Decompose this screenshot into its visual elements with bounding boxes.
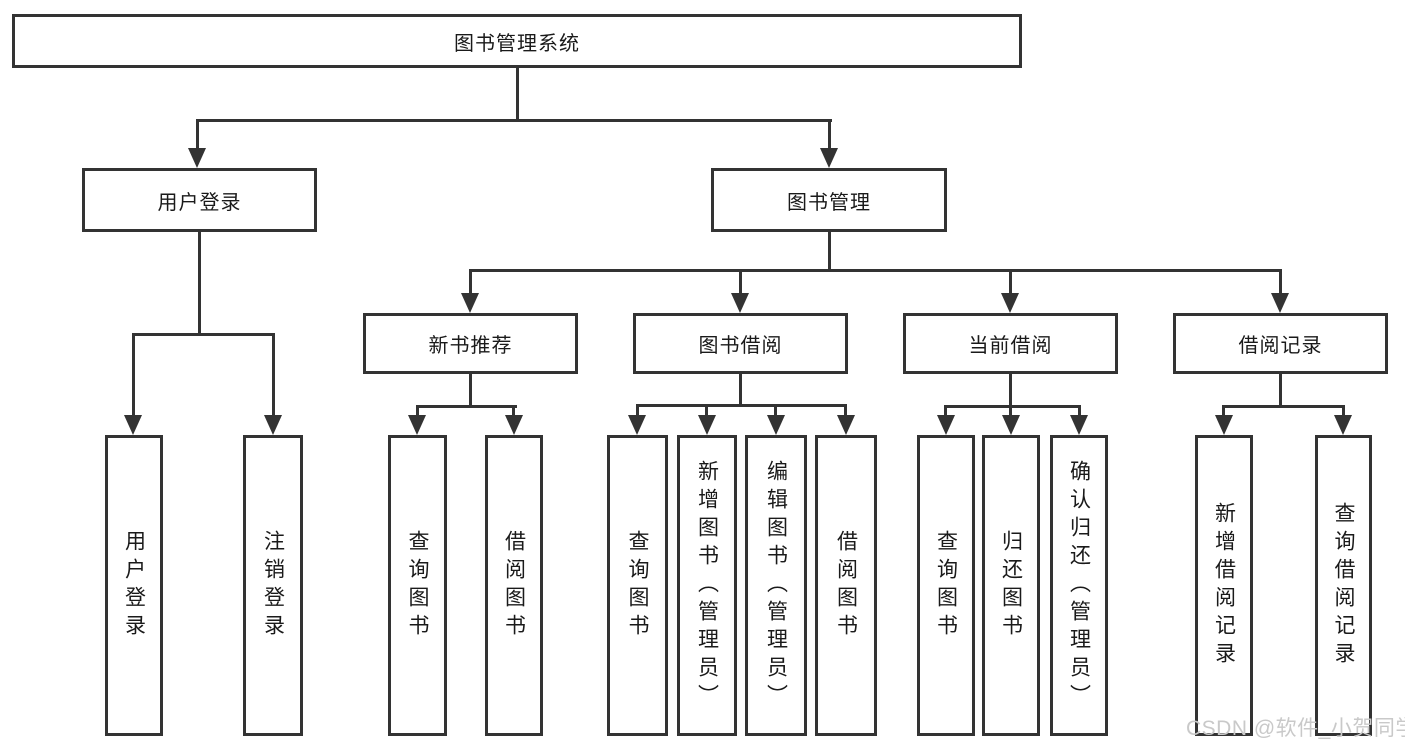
node-book-management: 图书管理: [711, 168, 947, 232]
leaf-add-books-admin: 新增图书（管理员）: [677, 435, 737, 736]
leaf-label: 借阅图书: [502, 529, 526, 642]
leaf-confirm-return-admin: 确认归还（管理员）: [1050, 435, 1108, 736]
leaf-query-books-recommend: 查询图书: [388, 435, 447, 736]
connector-line: [196, 119, 199, 150]
connector-line: [705, 404, 708, 418]
arrow-down-icon: [461, 293, 479, 313]
arrow-down-icon: [837, 415, 855, 435]
connector-line: [1009, 269, 1012, 297]
leaf-borrow-books: 借阅图书: [815, 435, 877, 736]
connector-line: [132, 333, 275, 336]
arrow-down-icon: [188, 148, 206, 168]
connector-line: [196, 119, 832, 122]
node-label: 图书管理: [787, 191, 871, 214]
node-label: 图书管理系统: [454, 32, 580, 55]
connector-line: [272, 333, 275, 417]
arrow-down-icon: [731, 293, 749, 313]
arrow-down-icon: [698, 415, 716, 435]
arrow-down-icon: [1001, 293, 1019, 313]
leaf-label: 新增图书（管理员）: [695, 459, 719, 712]
node-new-book-recommendation: 新书推荐: [363, 313, 578, 374]
leaf-logout: 注销登录: [243, 435, 303, 736]
node-user-login: 用户登录: [82, 168, 317, 232]
leaf-query-books-current: 查询图书: [917, 435, 975, 736]
connector-line: [944, 405, 947, 418]
connector-line: [774, 404, 777, 418]
arrow-down-icon: [124, 415, 142, 435]
connector-line: [1342, 405, 1345, 418]
leaf-label: 新增借阅记录: [1212, 501, 1236, 670]
node-library-management-system: 图书管理系统: [12, 14, 1022, 68]
node-label: 新书推荐: [428, 335, 513, 357]
node-book-borrowing: 图书借阅: [633, 313, 848, 374]
leaf-add-borrow-record: 新增借阅记录: [1195, 435, 1253, 736]
leaf-user-login: 用户登录: [105, 435, 163, 736]
leaf-label: 查询图书: [406, 529, 429, 642]
connector-line: [416, 405, 419, 418]
arrow-down-icon: [628, 415, 646, 435]
node-label: 当前借阅: [968, 335, 1053, 357]
arrow-down-icon: [264, 415, 282, 435]
connector-line: [469, 269, 1282, 272]
leaf-label: 借阅图书: [834, 529, 858, 642]
connector-line: [828, 232, 831, 272]
node-label: 借阅记录: [1238, 335, 1323, 357]
connector-line: [512, 405, 515, 418]
connector-line: [1279, 374, 1282, 407]
connector-line: [1009, 374, 1012, 407]
leaf-label: 编辑图书（管理员）: [764, 459, 788, 712]
node-label: 图书借阅: [698, 335, 783, 357]
node-current-borrowing: 当前借阅: [903, 313, 1118, 374]
leaf-borrow-books-recommend: 借阅图书: [485, 435, 543, 736]
arrow-down-icon: [1334, 415, 1352, 435]
arrow-down-icon: [408, 415, 426, 435]
connector-line: [1009, 405, 1012, 418]
connector-line: [636, 404, 847, 407]
connector-line: [944, 405, 1081, 408]
watermark: CSDN @软件_小贺同学: [1186, 717, 1405, 740]
connector-line: [198, 232, 201, 335]
leaf-label: 查询借阅记录: [1332, 501, 1355, 670]
leaf-label: 用户登录: [122, 529, 146, 642]
leaf-label: 注销登录: [261, 529, 285, 642]
arrow-down-icon: [820, 148, 838, 168]
leaf-label: 确认归还（管理员）: [1067, 459, 1091, 712]
connector-line: [739, 374, 742, 406]
connector-line: [516, 68, 519, 121]
connector-line: [132, 333, 135, 417]
arrow-down-icon: [505, 415, 523, 435]
arrow-down-icon: [1215, 415, 1233, 435]
connector-line: [1222, 405, 1345, 408]
arrow-down-icon: [1070, 415, 1088, 435]
arrow-down-icon: [937, 415, 955, 435]
connector-line: [469, 374, 472, 407]
connector-line: [844, 404, 847, 418]
leaf-label: 查询图书: [626, 529, 649, 642]
arrow-down-icon: [1002, 415, 1020, 435]
connector-line: [828, 119, 831, 150]
connector-line: [1279, 269, 1282, 297]
node-label: 用户登录: [157, 191, 242, 214]
leaf-edit-books-admin: 编辑图书（管理员）: [745, 435, 807, 736]
connector-line: [636, 404, 639, 418]
connector-line: [1078, 405, 1081, 418]
leaf-query-borrow-record: 查询借阅记录: [1315, 435, 1372, 736]
connector-line: [1222, 405, 1225, 418]
leaf-query-books-borrow: 查询图书: [607, 435, 668, 736]
leaf-label: 归还图书: [999, 529, 1023, 642]
leaf-return-books: 归还图书: [982, 435, 1040, 736]
node-borrowing-records: 借阅记录: [1173, 313, 1388, 374]
connector-line: [416, 405, 517, 408]
connector-line: [469, 269, 472, 297]
arrow-down-icon: [1271, 293, 1289, 313]
connector-line: [739, 269, 742, 297]
leaf-label: 查询图书: [934, 529, 958, 642]
arrow-down-icon: [767, 415, 785, 435]
